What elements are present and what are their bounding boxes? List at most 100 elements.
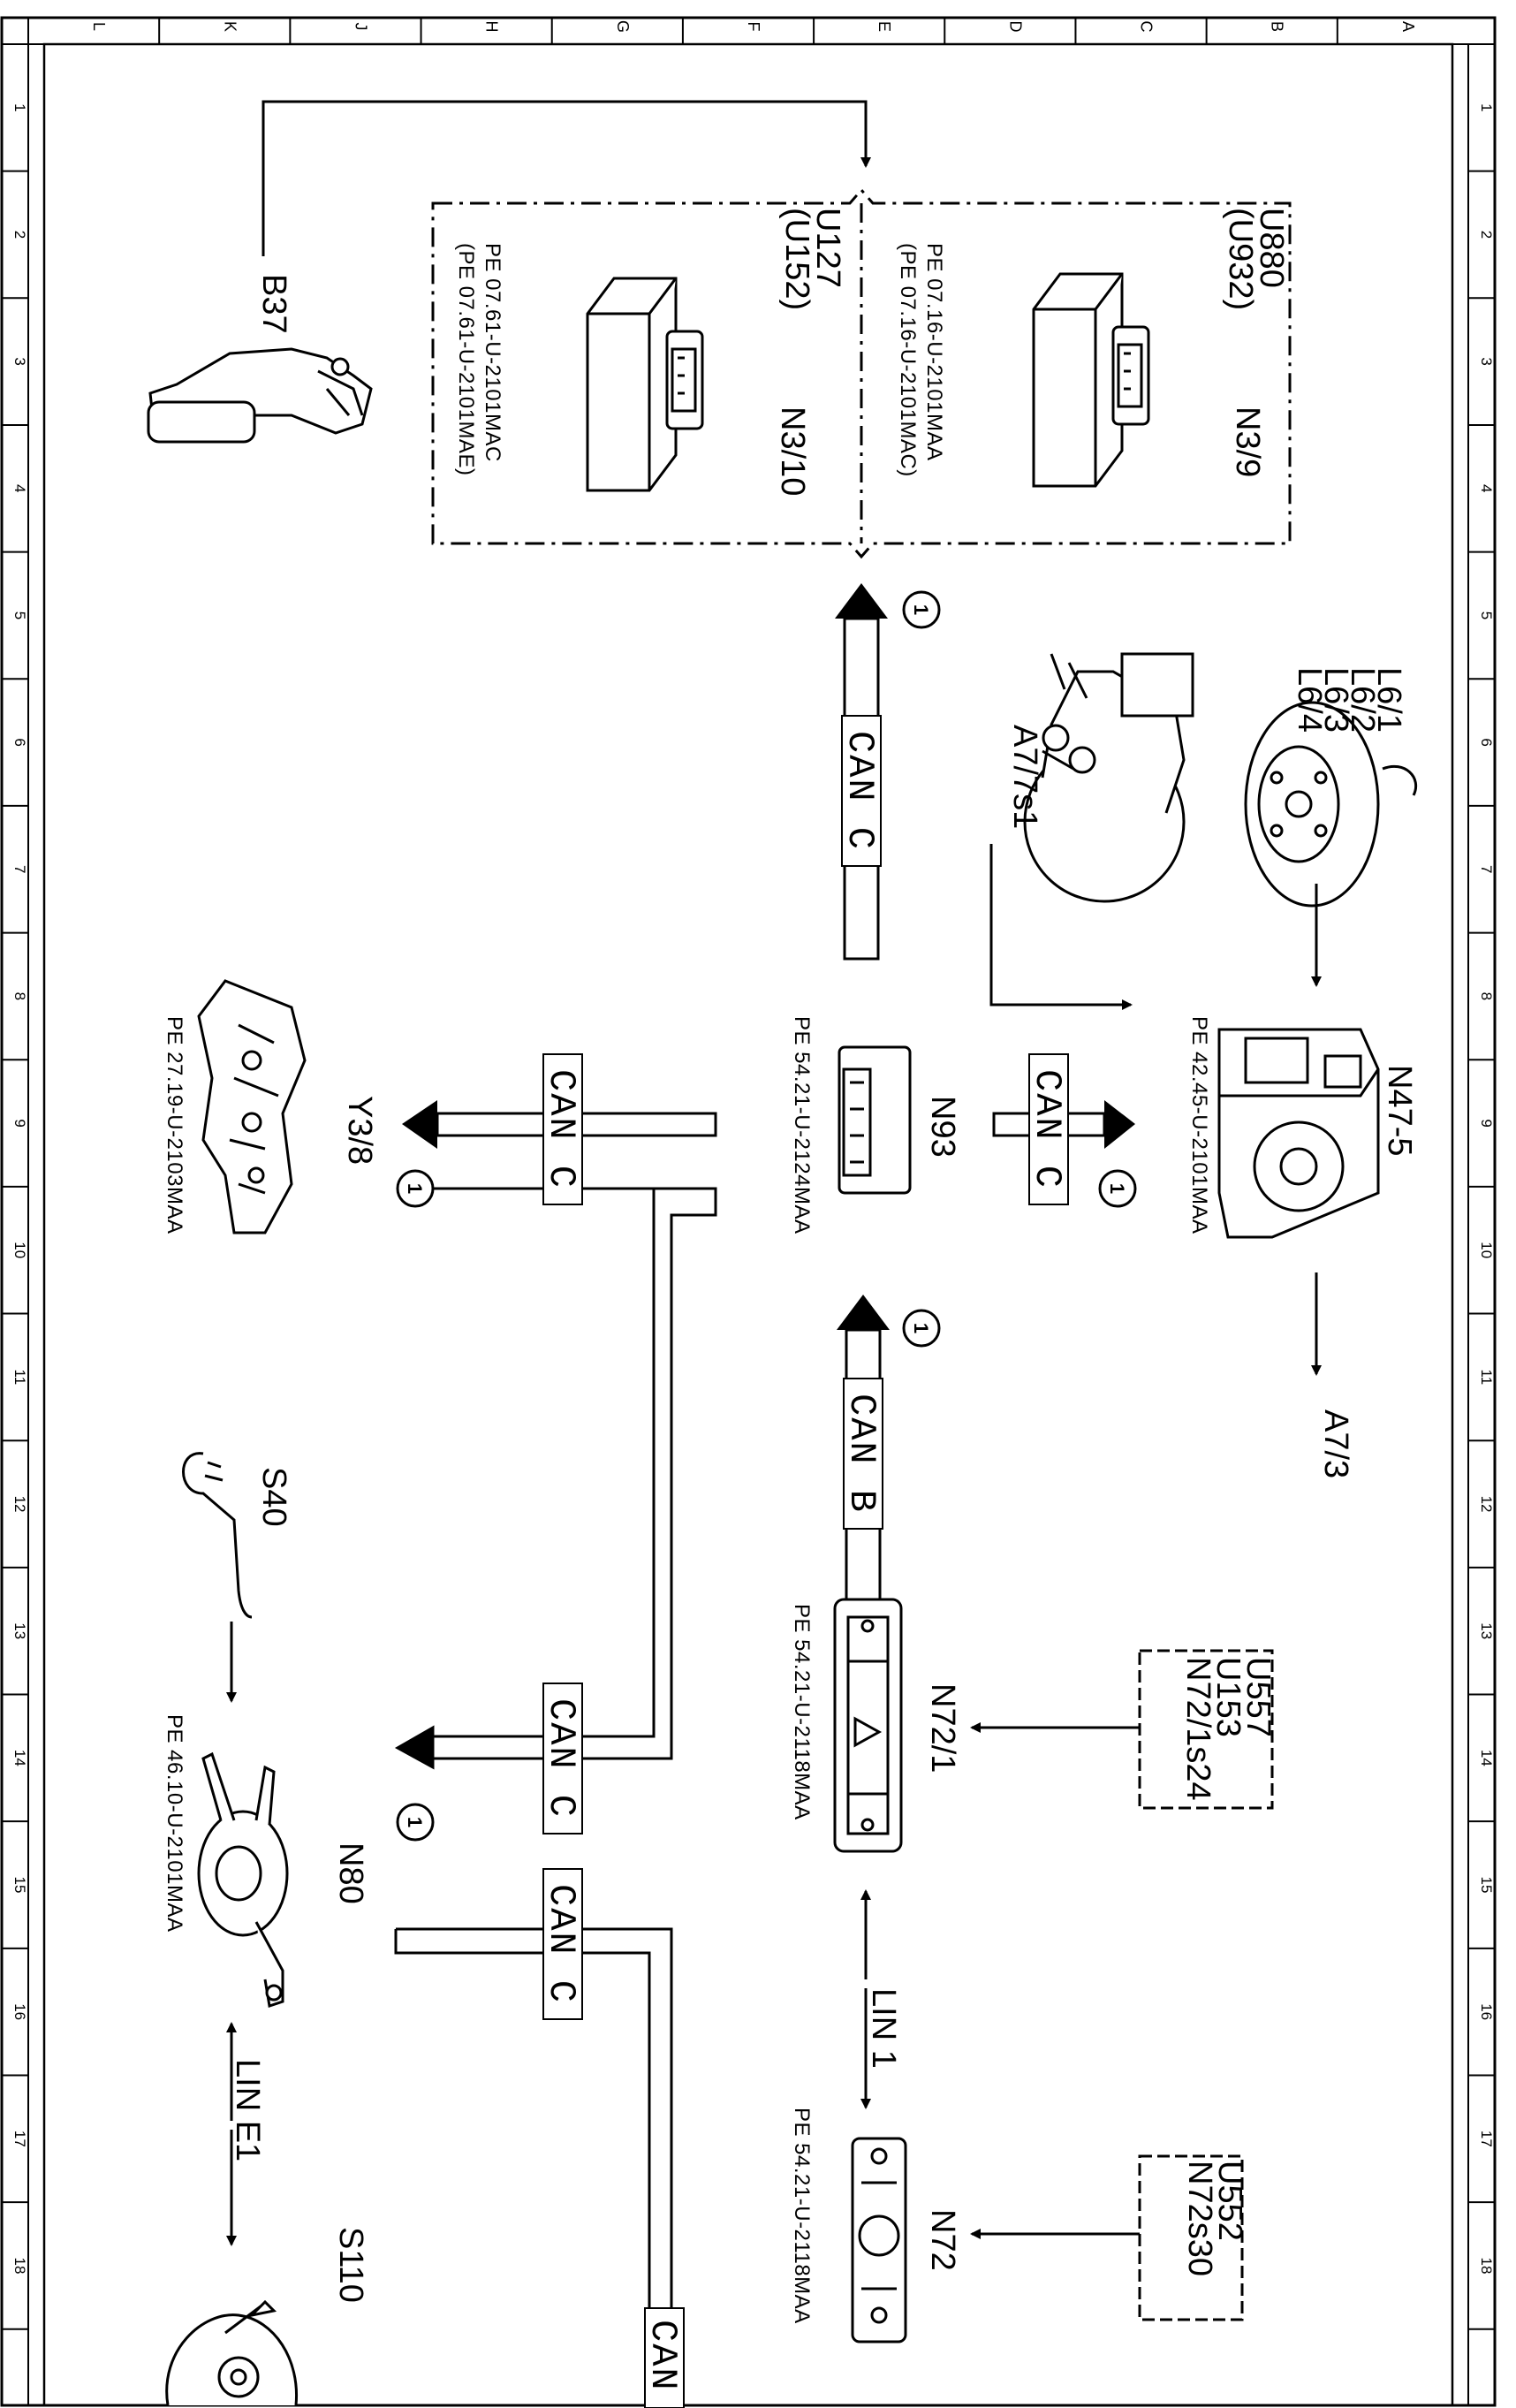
- column-letter: A: [1399, 21, 1417, 32]
- transmission-ecu-n3-10-icon: [586, 277, 704, 492]
- u557-line-3: N72/1s24: [1179, 1657, 1217, 1801]
- row-number: 14: [11, 1750, 28, 1766]
- row-number: 11: [1478, 1370, 1495, 1386]
- row-number: 11: [11, 1370, 28, 1386]
- lower-control-panel-n72-icon: [851, 2137, 907, 2343]
- b37-label: B37: [255, 274, 292, 334]
- row-number: 5: [11, 611, 28, 619]
- marker-text: 1: [404, 1183, 426, 1194]
- n3-9-ref-2: (PE 07.16-U-2101MAC): [896, 243, 920, 477]
- n93-label: N93: [924, 1096, 961, 1158]
- l6-4-label: L6/4: [1291, 667, 1328, 733]
- can-c-label-bottom: CAN C: [540, 1868, 583, 2020]
- n3-9-variant-2: (U932): [1222, 208, 1259, 310]
- row-number: 4: [11, 484, 28, 492]
- row-number: 9: [1478, 1119, 1495, 1127]
- a7-3-label: A7/3: [1317, 1409, 1354, 1478]
- row-number: 10: [1478, 1242, 1495, 1258]
- row-number: 2: [1478, 231, 1495, 239]
- row-number: 17: [1478, 2131, 1495, 2147]
- row-number: 15: [11, 1877, 28, 1894]
- n47-5-ref: PE 42.45-U-2101MAA: [1187, 1016, 1211, 1234]
- row-number: 8: [1478, 992, 1495, 1000]
- column-letter: J: [352, 23, 369, 31]
- u552-line-1: U552: [1211, 2161, 1248, 2241]
- marker-text: 1: [910, 604, 932, 615]
- accelerator-pedal-b37-icon: [147, 347, 373, 444]
- can-c-bus-to-n80: [394, 1187, 717, 1770]
- marker-text: 1: [1106, 1183, 1128, 1194]
- n80-ref: PE 46.10-U-2101MAA: [163, 1714, 186, 1932]
- valve-body-y3-8-icon: [197, 979, 307, 1234]
- central-gateway-n93-icon: [838, 1045, 912, 1195]
- u557-line-2: U153: [1209, 1657, 1247, 1737]
- component-labels: N3/9 U880 (U932) PE 07.16-U-2101MAA (PE …: [163, 208, 1418, 2324]
- upper-control-panel-n72-1-icon: [833, 1598, 903, 1853]
- can-b-text: CAN B: [840, 1394, 883, 1514]
- n72-1-ref: PE 54.21-U-2118MAA: [790, 1604, 814, 1820]
- row-number: 4: [1478, 484, 1495, 492]
- a7-7s1-label: A7/7s1: [1006, 725, 1043, 829]
- marker-text: 1: [910, 1323, 932, 1333]
- marker-1-n80: 1: [396, 1803, 435, 1842]
- u557-box: [1138, 1649, 1274, 1810]
- row-number: 12: [1478, 1496, 1495, 1513]
- can-c-text: CAN C: [838, 731, 881, 851]
- row-number: 18: [11, 2258, 28, 2275]
- marker-1-can-b: 1: [902, 1309, 941, 1348]
- column-letter: H: [483, 21, 501, 33]
- row-number: 13: [1478, 1622, 1495, 1639]
- can-b-label: CAN B: [840, 1378, 883, 1530]
- row-number: 6: [11, 738, 28, 746]
- can-c-label-n80: CAN C: [540, 1683, 583, 1834]
- ecu-group-box: [431, 187, 1292, 559]
- n72-label: N72: [924, 2209, 961, 2271]
- can-c-text: CAN C: [540, 1884, 582, 2004]
- row-number: 8: [11, 992, 28, 1000]
- row-number: 1: [1478, 103, 1495, 111]
- marker-text: 1: [404, 1817, 426, 1827]
- row-number: 14: [1478, 1750, 1495, 1766]
- row-number: 6: [1478, 738, 1495, 746]
- row-number: 1: [11, 103, 28, 111]
- can-c-label-n47: CAN C: [1026, 1053, 1069, 1205]
- lin-1-label: LIN 1: [865, 1988, 902, 2069]
- can-label-cut: CAN: [641, 2307, 685, 2408]
- row-number: 17: [11, 2131, 28, 2147]
- n3-10-ref-1: PE 07.61-U-2101MAC: [481, 243, 504, 462]
- row-number: 15: [1478, 1877, 1495, 1894]
- can-c-text: CAN C: [540, 1698, 582, 1819]
- y3-8-ref: PE 27.19-U-2103MAA: [163, 1016, 186, 1234]
- column-letter: K: [221, 21, 239, 32]
- n72-1-label: N72/1: [924, 1683, 961, 1773]
- can-c-text: CAN C: [1026, 1069, 1068, 1189]
- n93-ref: PE 54.21-U-2124MAA: [790, 1016, 814, 1234]
- marker-1-ecu: 1: [902, 590, 941, 629]
- row-number: 16: [11, 2003, 28, 2020]
- wheel-speed-sensor-disc-icon: [1244, 701, 1417, 908]
- row-number: 12: [11, 1496, 28, 1513]
- steering-wheel-s110-icon: [165, 2299, 299, 2406]
- u557-line-1: U557: [1239, 1657, 1277, 1737]
- n3-10-ref-2: (PE 07.61-U-2101MAE): [454, 243, 478, 475]
- can-c-label-ecu: CAN C: [838, 715, 882, 867]
- row-number: 13: [11, 1622, 28, 1639]
- column-letter: G: [614, 20, 632, 33]
- y3-8-label: Y3/8: [341, 1096, 378, 1165]
- n3-9-variant-1: U880: [1253, 208, 1290, 288]
- esp-unit-n47-5-icon: [1217, 1028, 1380, 1239]
- can-bus-bottom: [394, 1927, 673, 2405]
- l6-2-label: L6/2: [1344, 667, 1381, 733]
- row-number: 3: [11, 357, 28, 365]
- row-number: 7: [11, 865, 28, 873]
- drawing-frame: [0, 16, 1497, 2407]
- row-number: 5: [1478, 611, 1495, 619]
- column-letter: D: [1006, 21, 1024, 33]
- u552-line-2: N72s30: [1181, 2161, 1218, 2276]
- n3-9-label: N3/9: [1229, 406, 1266, 477]
- l6-1-label: L6/1: [1370, 667, 1407, 733]
- can-c-label-y3-8: CAN C: [540, 1053, 583, 1205]
- row-number: 18: [1478, 2258, 1495, 2275]
